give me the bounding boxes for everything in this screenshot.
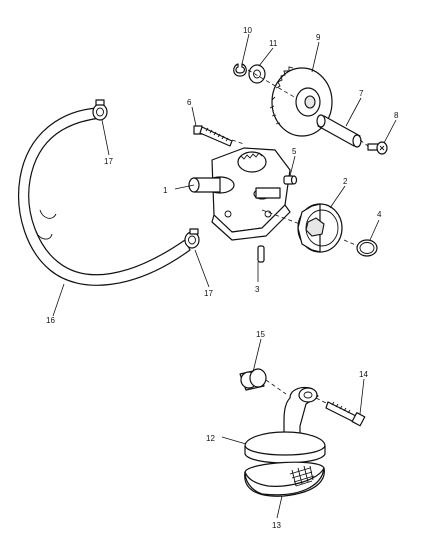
hose-clip-bottom: [184, 228, 200, 249]
oil-strainer-pipe: [283, 386, 319, 441]
assembly-centerlines: [231, 69, 369, 405]
callout-3: 3: [255, 285, 260, 294]
leader-lines: [52, 33, 397, 519]
oil-pump-body: [188, 147, 291, 241]
bolt-6: [193, 125, 233, 147]
gear-shaft-7: [316, 114, 362, 148]
callout-11: 11: [269, 39, 278, 48]
callout-7: 7: [359, 89, 364, 98]
callout-2: 2: [343, 177, 348, 186]
callout-9: 9: [316, 33, 321, 42]
callout-6: 6: [187, 98, 192, 107]
callout-4: 4: [377, 210, 382, 219]
callout-8: 8: [394, 111, 399, 120]
dowel-pin-3: [257, 245, 265, 263]
strainer-cap-12: [244, 431, 326, 464]
callout-10: 10: [243, 26, 252, 35]
callout-13: 13: [272, 521, 281, 530]
collar-15: [239, 368, 267, 391]
pump-drive-gear: [237, 151, 267, 173]
washer-11: [248, 64, 266, 84]
circlip-10: [233, 63, 247, 77]
callout-1: 1: [163, 186, 168, 195]
callout-17-top: 17: [104, 157, 113, 166]
strainer-screen-13: [244, 461, 325, 497]
callout-5: 5: [292, 147, 297, 156]
callout-16: 16: [46, 316, 55, 325]
screw-8: [367, 141, 388, 155]
dowel-pin-5: [283, 175, 298, 185]
bolt-14: [325, 401, 366, 427]
oil-hose: [18, 107, 191, 286]
o-ring-4: [356, 239, 378, 257]
oil-pump-rotor: [297, 203, 343, 253]
callout-labels: 1 2 3 4 5 6 7 8 9 10 11 12 13 14 15 16 1…: [46, 26, 399, 530]
callout-12: 12: [206, 434, 215, 443]
hose-clip-top: [92, 99, 108, 121]
callout-17-bottom: 17: [204, 289, 213, 298]
callout-14: 14: [359, 370, 368, 379]
callout-15: 15: [256, 330, 265, 339]
